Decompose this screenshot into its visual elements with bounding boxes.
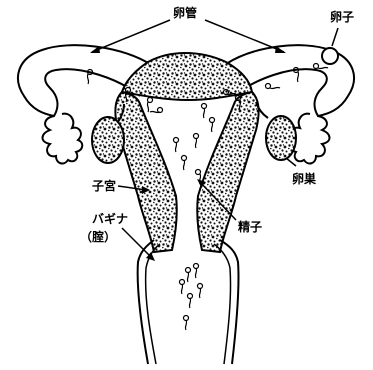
label-vagina: バギナ xyxy=(92,212,128,226)
left-ovary xyxy=(92,117,124,163)
arrow-vagina xyxy=(122,228,152,258)
label-ovary: 卵巣 xyxy=(292,172,316,186)
sperm-cell xyxy=(180,280,185,285)
arrow-ovary xyxy=(286,158,296,166)
sperm-cell xyxy=(186,268,191,273)
label-fallopian-tube: 卵管 xyxy=(173,6,197,20)
label-uterus: 子宮 xyxy=(92,179,116,193)
sperm-cell xyxy=(266,84,271,89)
arrow-tube-left xyxy=(92,20,170,52)
sperm-cell xyxy=(198,284,203,289)
arrow-tube-right xyxy=(205,20,284,52)
label-sperm: 精子 xyxy=(238,220,262,234)
vagina-right-wall-inner xyxy=(214,244,231,364)
sperm-cell xyxy=(188,294,193,299)
sperm-cell xyxy=(184,316,189,321)
label-vagina-kanji: （腟） xyxy=(80,230,116,244)
ovum xyxy=(322,48,338,64)
right-ovary xyxy=(266,116,296,160)
label-egg: 卵子 xyxy=(330,10,354,24)
sperm-cell xyxy=(314,64,319,69)
left-fimbriae xyxy=(43,114,83,164)
sperm-cell xyxy=(194,264,199,269)
vagina-right-wall xyxy=(220,240,239,364)
vagina-left-wall-inner xyxy=(146,244,160,364)
arrow-egg xyxy=(332,28,338,46)
